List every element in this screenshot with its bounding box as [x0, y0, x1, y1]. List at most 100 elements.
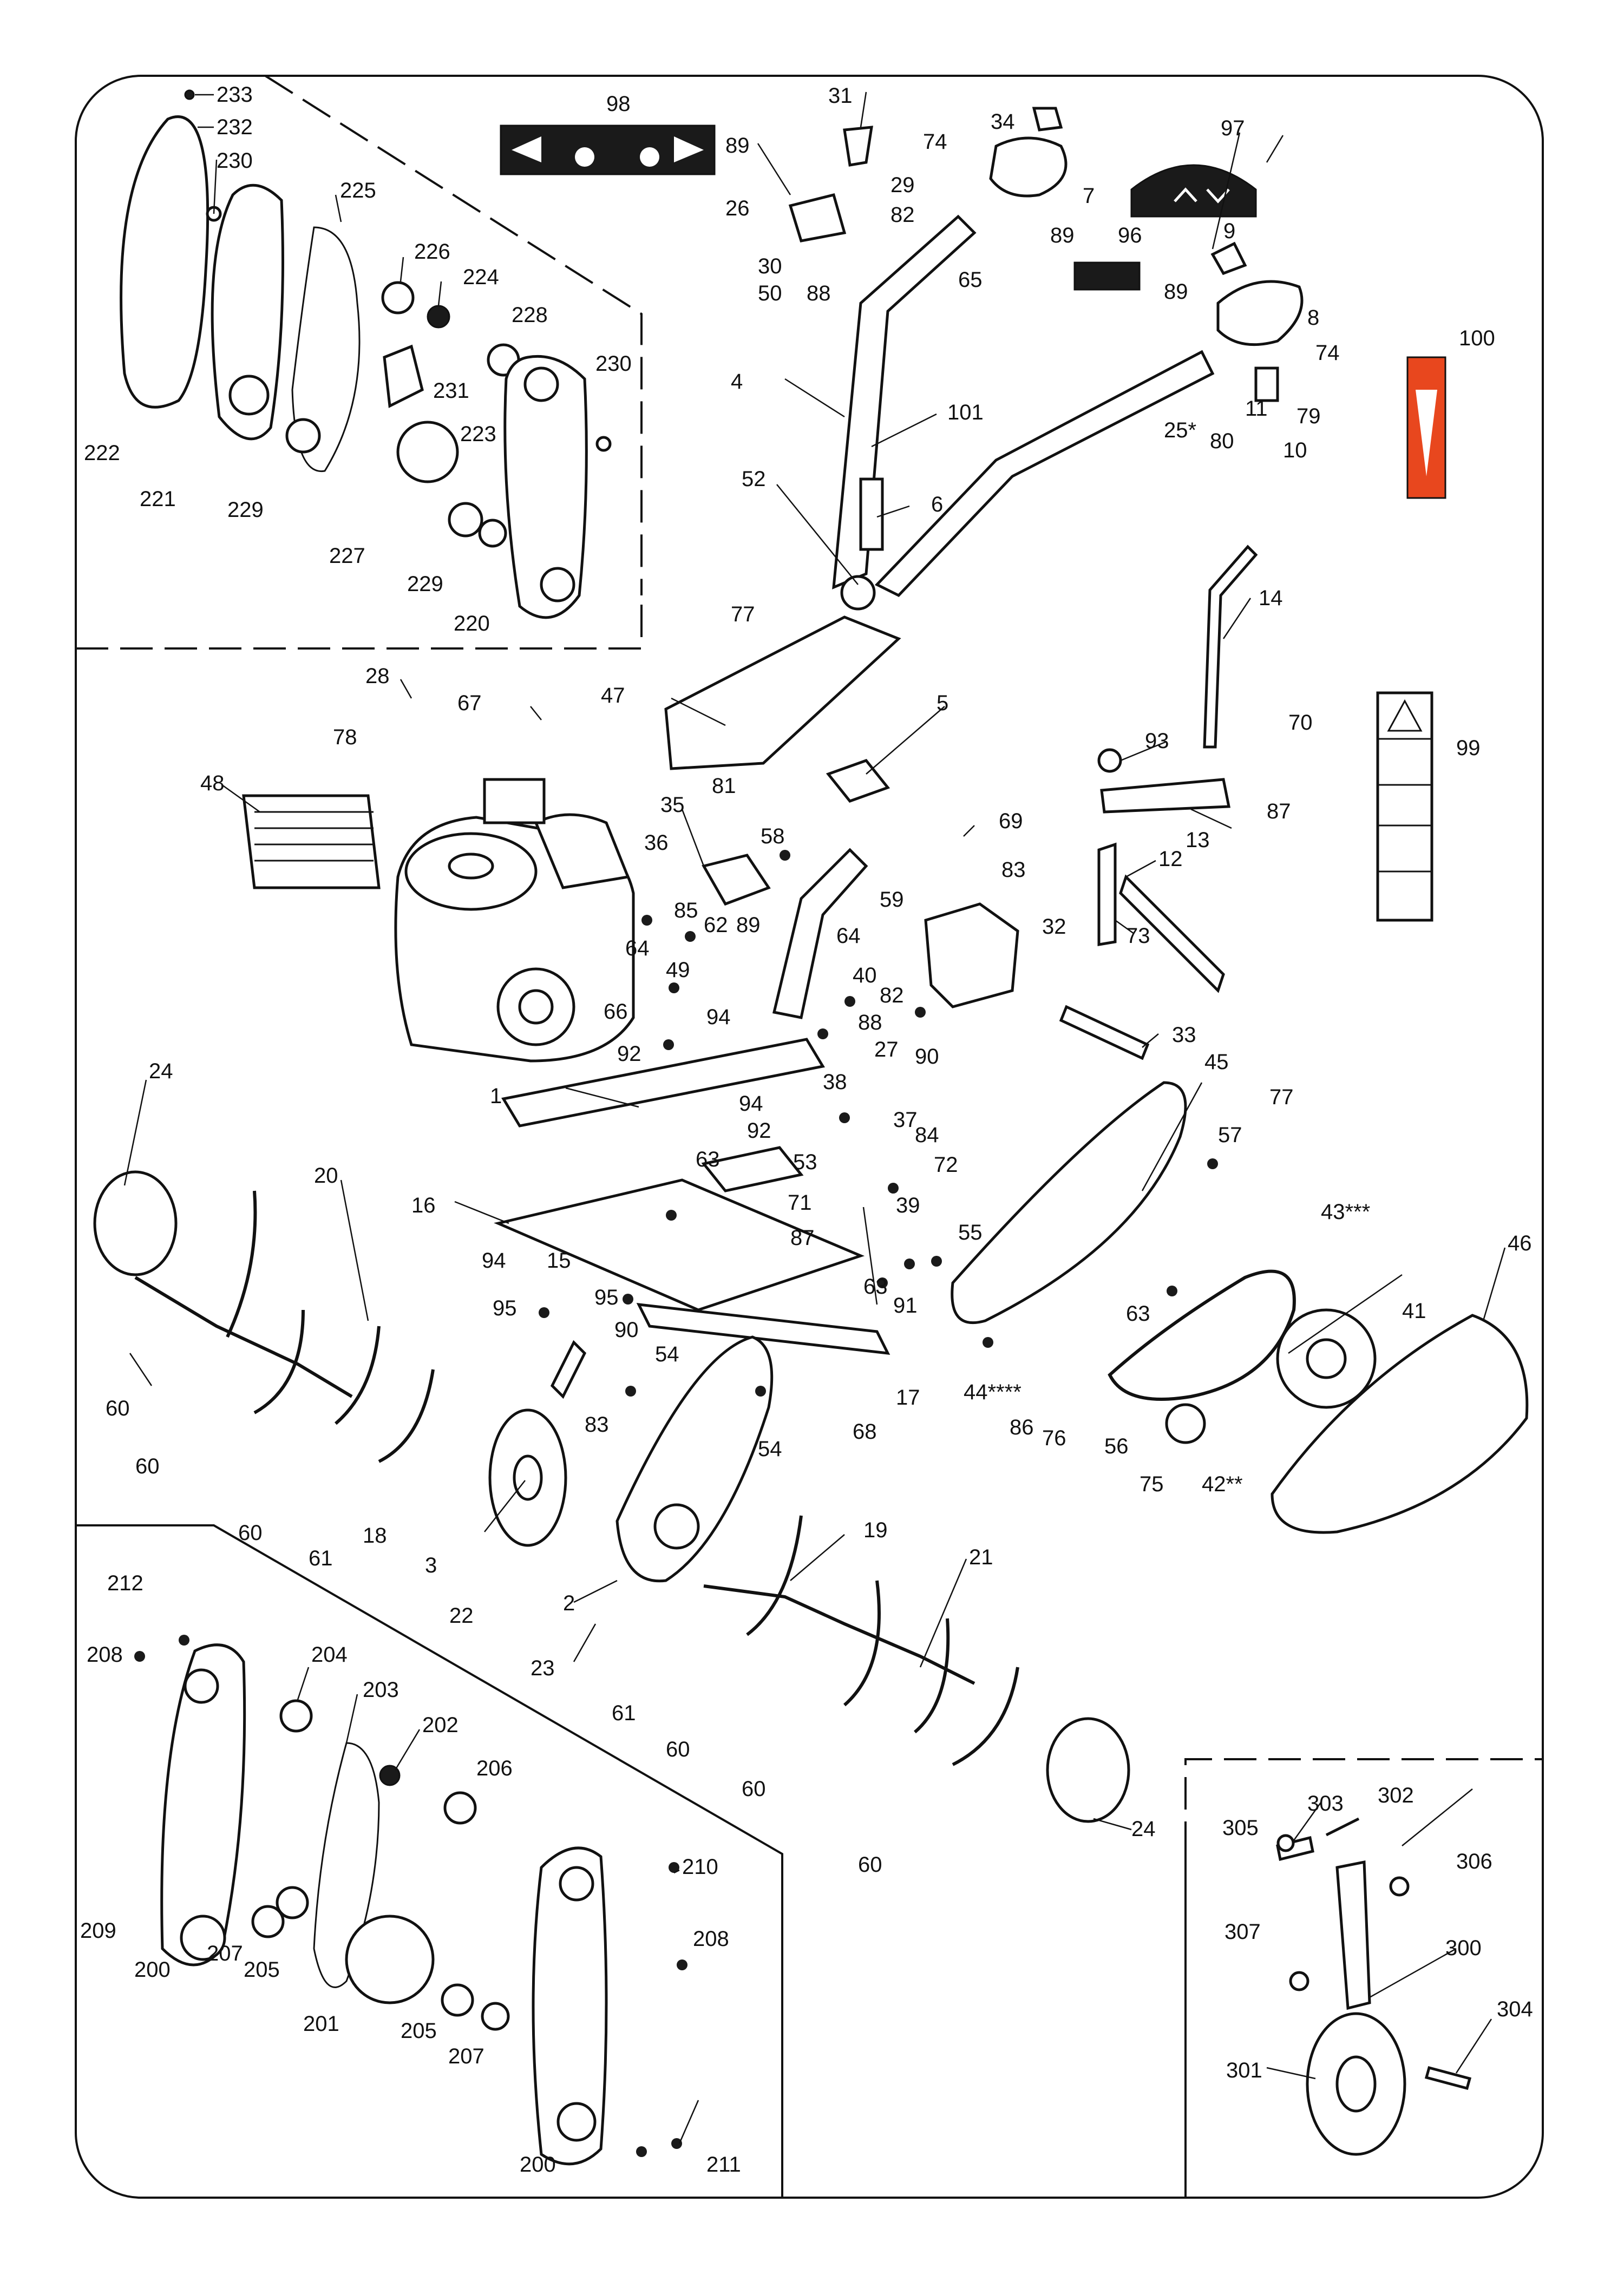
- label-208: 208: [693, 1927, 729, 1951]
- label-87: 87: [790, 1226, 815, 1250]
- label-21: 21: [969, 1545, 993, 1569]
- belt-cover-45: [951, 1081, 1187, 1325]
- label-47: 47: [601, 684, 625, 707]
- knob-34: [1032, 107, 1063, 132]
- fuel-tank: [534, 813, 630, 889]
- label-69: 69: [999, 809, 1023, 833]
- shaft-33: [1059, 1005, 1150, 1060]
- label-82: 82: [880, 984, 904, 1007]
- inset-bottom-left-boundary: [76, 1524, 783, 2198]
- label-229: 229: [407, 572, 443, 596]
- label-226: 226: [414, 240, 450, 264]
- transport-wheel-inset: [1276, 1817, 1472, 2156]
- rotation-direction-sticker-icon: [500, 124, 716, 175]
- handlebar-assembly: [788, 107, 1304, 611]
- bolt-233: [184, 89, 195, 100]
- label-79: 79: [1296, 404, 1321, 428]
- label-5: 5: [937, 691, 948, 715]
- label-45: 45: [1204, 1050, 1229, 1074]
- label-57: 57: [1218, 1123, 1242, 1147]
- label-40: 40: [853, 964, 877, 987]
- bearing-206: [443, 1791, 477, 1825]
- label-58: 58: [761, 824, 785, 848]
- engine-assembly: [242, 778, 635, 1063]
- label-48: 48: [200, 771, 225, 795]
- lever-direction-sticker-icon: [1130, 164, 1257, 218]
- label-90: 90: [614, 1318, 639, 1342]
- bearing-229b: [448, 502, 483, 538]
- label-6: 6: [931, 493, 943, 516]
- label-24: 24: [1131, 1817, 1156, 1841]
- label-211: 211: [706, 2153, 741, 2177]
- label-33: 33: [1172, 1023, 1196, 1047]
- inset-bottom-right-boundary: [1184, 1758, 1543, 1854]
- pulley-42: [1165, 1403, 1206, 1444]
- disc-24a: [93, 1170, 178, 1276]
- label-306: 306: [1456, 1850, 1492, 1873]
- label-7: 7: [1083, 184, 1095, 208]
- label-209: 209: [80, 1919, 116, 1943]
- nut-93: [1097, 748, 1122, 773]
- label-96: 96: [1118, 224, 1142, 247]
- label-2: 2: [563, 1591, 575, 1615]
- safety-pictograms-sticker-icon: [1376, 691, 1433, 922]
- label-100: 100: [1459, 326, 1495, 350]
- label-43***: 43***: [1321, 1200, 1370, 1224]
- right-tines: [703, 1515, 1130, 1823]
- diagram-frame: [75, 75, 1544, 2199]
- label-228: 228: [512, 303, 548, 327]
- label-207: 207: [207, 1942, 243, 1965]
- label-4: 4: [731, 370, 743, 394]
- tine-blades-19-21: [703, 1515, 1019, 1766]
- label-204: 204: [311, 1643, 348, 1667]
- label-307: 307: [1224, 1920, 1261, 1944]
- label-63: 63: [863, 1275, 888, 1299]
- label-3: 3: [425, 1554, 437, 1577]
- label-233: 233: [217, 83, 253, 107]
- label-205: 205: [401, 2019, 437, 2043]
- disc-24b: [1046, 1717, 1130, 1823]
- bracket-26: [788, 193, 847, 242]
- label-10: 10: [1283, 438, 1307, 462]
- label-13: 13: [1186, 828, 1210, 852]
- label-89: 89: [736, 913, 761, 937]
- label-225: 225: [340, 179, 376, 202]
- label-201: 201: [303, 2012, 339, 2036]
- label-98: 98: [606, 92, 631, 116]
- label-11: 11: [1245, 397, 1268, 421]
- nut-306: [1389, 1876, 1410, 1897]
- gearbox-32: [924, 902, 1019, 1008]
- label-94: 94: [706, 1005, 731, 1029]
- label-17: 17: [896, 1386, 920, 1410]
- bearing-204: [279, 1699, 313, 1733]
- belt-43: [1108, 1269, 1296, 1401]
- label-26: 26: [725, 196, 750, 220]
- label-46: 46: [1508, 1231, 1532, 1255]
- label-64: 64: [625, 936, 650, 960]
- label-80: 80: [1210, 429, 1234, 453]
- cover-46: [1271, 1314, 1529, 1534]
- bearing-229a: [285, 418, 321, 454]
- lever-31: [843, 126, 873, 167]
- label-212: 212: [107, 1571, 143, 1595]
- label-61: 61: [612, 1701, 636, 1725]
- label-15: 15: [547, 1249, 571, 1273]
- label-61: 61: [309, 1546, 333, 1570]
- tensioner-231: [383, 344, 424, 408]
- bracket-10: [1254, 366, 1279, 402]
- label-205: 205: [244, 1958, 280, 1982]
- label-70: 70: [1288, 711, 1313, 735]
- depth-bar-14: [1203, 545, 1258, 749]
- label-76: 76: [1042, 1426, 1066, 1450]
- label-71: 71: [788, 1191, 812, 1215]
- label-31: 31: [828, 84, 853, 108]
- nut-230b: [595, 436, 612, 452]
- label-200: 200: [520, 2153, 556, 2177]
- label-227: 227: [329, 544, 365, 568]
- throttle-grip-7: [989, 136, 1068, 198]
- label-303: 303: [1307, 1792, 1344, 1815]
- label-85: 85: [674, 899, 698, 922]
- label-35: 35: [660, 793, 685, 817]
- label-60: 60: [135, 1454, 160, 1478]
- label-39: 39: [896, 1194, 920, 1217]
